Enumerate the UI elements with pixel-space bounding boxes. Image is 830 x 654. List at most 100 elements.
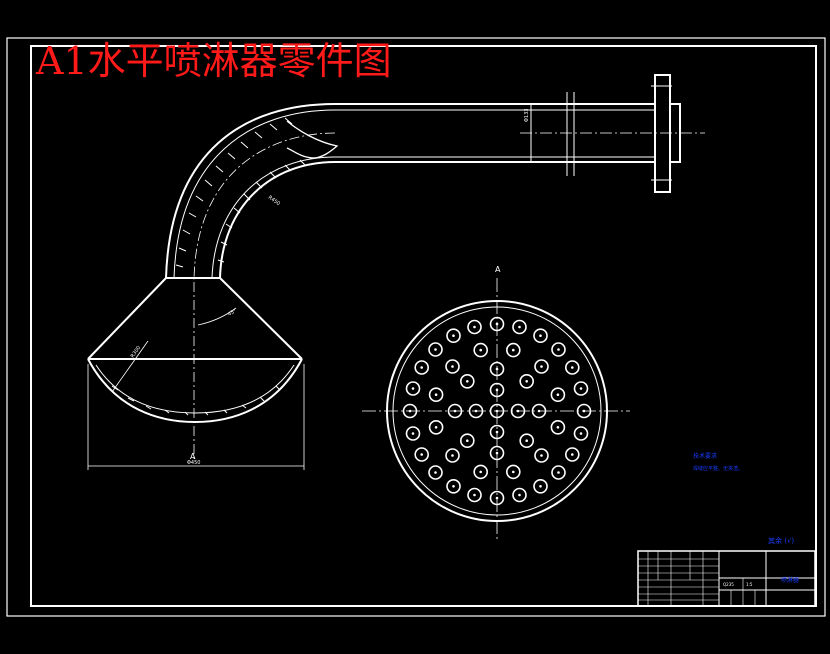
- plate-hole: [467, 319, 482, 335]
- drawing-title: A1水平喷淋器零件图: [35, 39, 392, 83]
- plate-hole: [551, 465, 566, 480]
- plate-hole-center: [571, 453, 574, 456]
- plate-hole: [519, 373, 535, 389]
- plate-hole-center: [518, 325, 521, 329]
- plate-hole: [414, 447, 430, 462]
- plate-hole: [564, 360, 580, 375]
- plate-hole: [459, 433, 475, 449]
- inner-frame: [30, 45, 817, 607]
- plate-hole: [489, 316, 505, 332]
- section-mark-top: A: [495, 265, 501, 274]
- plate-hole: [467, 487, 482, 503]
- plate-hole-center: [434, 426, 438, 429]
- plate-hole-center: [557, 471, 560, 474]
- plate-hole-center: [434, 393, 438, 397]
- plate-hole: [505, 464, 521, 480]
- outer-frame: [6, 37, 826, 617]
- plate-hole-center: [571, 366, 574, 369]
- plate-hole-center: [451, 454, 454, 457]
- tech-req-text: 焊缝应平整、无夹渣。: [693, 465, 743, 472]
- title-block-scale: 1:5: [746, 582, 753, 587]
- plate-hole-center: [540, 365, 543, 368]
- plate-hole: [510, 403, 526, 419]
- pipe-diameter-dim: Φ133: [524, 109, 530, 122]
- plate-hole: [489, 382, 505, 398]
- bend-radius-dim: R450: [267, 195, 281, 207]
- plate-hole-center: [557, 348, 560, 351]
- plate-hole-center: [451, 365, 454, 368]
- angle-dim: 45°: [227, 308, 238, 318]
- plate-hole-center: [516, 409, 520, 413]
- plate-hole-center: [453, 409, 457, 413]
- plate-hole-center: [582, 409, 586, 413]
- plate-hole-center: [479, 470, 483, 474]
- plate-hole-center: [411, 387, 415, 390]
- plate-hole: [489, 445, 505, 461]
- tech-req-heading: 技术要求: [693, 452, 717, 460]
- plate-hole-center: [473, 493, 476, 497]
- plate-hole-center: [495, 451, 499, 455]
- plate-hole: [576, 403, 592, 419]
- plate-hole: [414, 360, 430, 375]
- plate-hole: [405, 426, 421, 441]
- plate-hole-center: [479, 348, 483, 352]
- plate-holes: [402, 316, 592, 506]
- plate-hole: [512, 319, 527, 335]
- plate-hole-center: [518, 493, 521, 497]
- plate-hole: [564, 447, 580, 462]
- plate-hole: [534, 359, 549, 374]
- plate-hole: [468, 403, 484, 419]
- title-block-material: Q235: [723, 582, 734, 587]
- plate-hole-center: [411, 432, 415, 435]
- cone-head: [87, 277, 305, 470]
- plate-hole: [445, 359, 460, 374]
- plate-hole: [533, 328, 548, 344]
- plate-hole-center: [539, 485, 542, 488]
- plate-hole-center: [579, 432, 583, 435]
- plate-hole-center: [537, 409, 541, 413]
- plate-hole-center: [408, 409, 412, 413]
- plate-hole: [505, 342, 521, 358]
- bent-pipe: [165, 74, 705, 281]
- plate-hole-center: [466, 439, 469, 443]
- plate-hole-center: [452, 485, 455, 488]
- plate-hole-center: [466, 380, 469, 383]
- plate-hole: [446, 328, 461, 344]
- plate-hole: [405, 381, 421, 396]
- plate-hole: [512, 487, 527, 503]
- plate-hole-center: [495, 409, 499, 413]
- plate-hole-center: [495, 496, 499, 500]
- plate-hole-center: [525, 380, 528, 383]
- plate-hole-center: [495, 322, 499, 326]
- plate-hole: [573, 426, 589, 441]
- plate-hole-center: [473, 325, 476, 329]
- plate-hole: [519, 433, 535, 449]
- plate-hole: [550, 419, 566, 435]
- plate-hole-center: [420, 453, 424, 456]
- plate-hole-center: [540, 454, 543, 457]
- plate-hole: [489, 424, 505, 440]
- plate-hole-center: [579, 387, 583, 390]
- title-block-part-name: 喷淋器: [781, 576, 799, 584]
- plate-hole: [531, 403, 547, 419]
- plate-hole: [489, 490, 505, 506]
- plate-hole: [573, 381, 589, 396]
- plate-hole-center: [434, 471, 437, 474]
- plate-hole-center: [495, 430, 499, 434]
- cone-width-dim: Φ450: [187, 460, 200, 466]
- plate-hole-center: [420, 366, 424, 369]
- plate-hole-center: [495, 388, 499, 392]
- title-block: [637, 550, 816, 607]
- plate-hole: [489, 403, 505, 419]
- section-mark-left: A: [190, 452, 196, 461]
- plate-hole: [550, 387, 566, 403]
- plate-hole: [428, 387, 444, 403]
- plate-hole: [533, 478, 548, 494]
- plate-hole-center: [452, 334, 455, 338]
- plate-hole: [428, 342, 443, 357]
- plate-hole-center: [539, 334, 542, 338]
- plate-hole: [428, 465, 443, 480]
- plate-hole-center: [495, 367, 499, 371]
- plate-hole: [551, 342, 566, 357]
